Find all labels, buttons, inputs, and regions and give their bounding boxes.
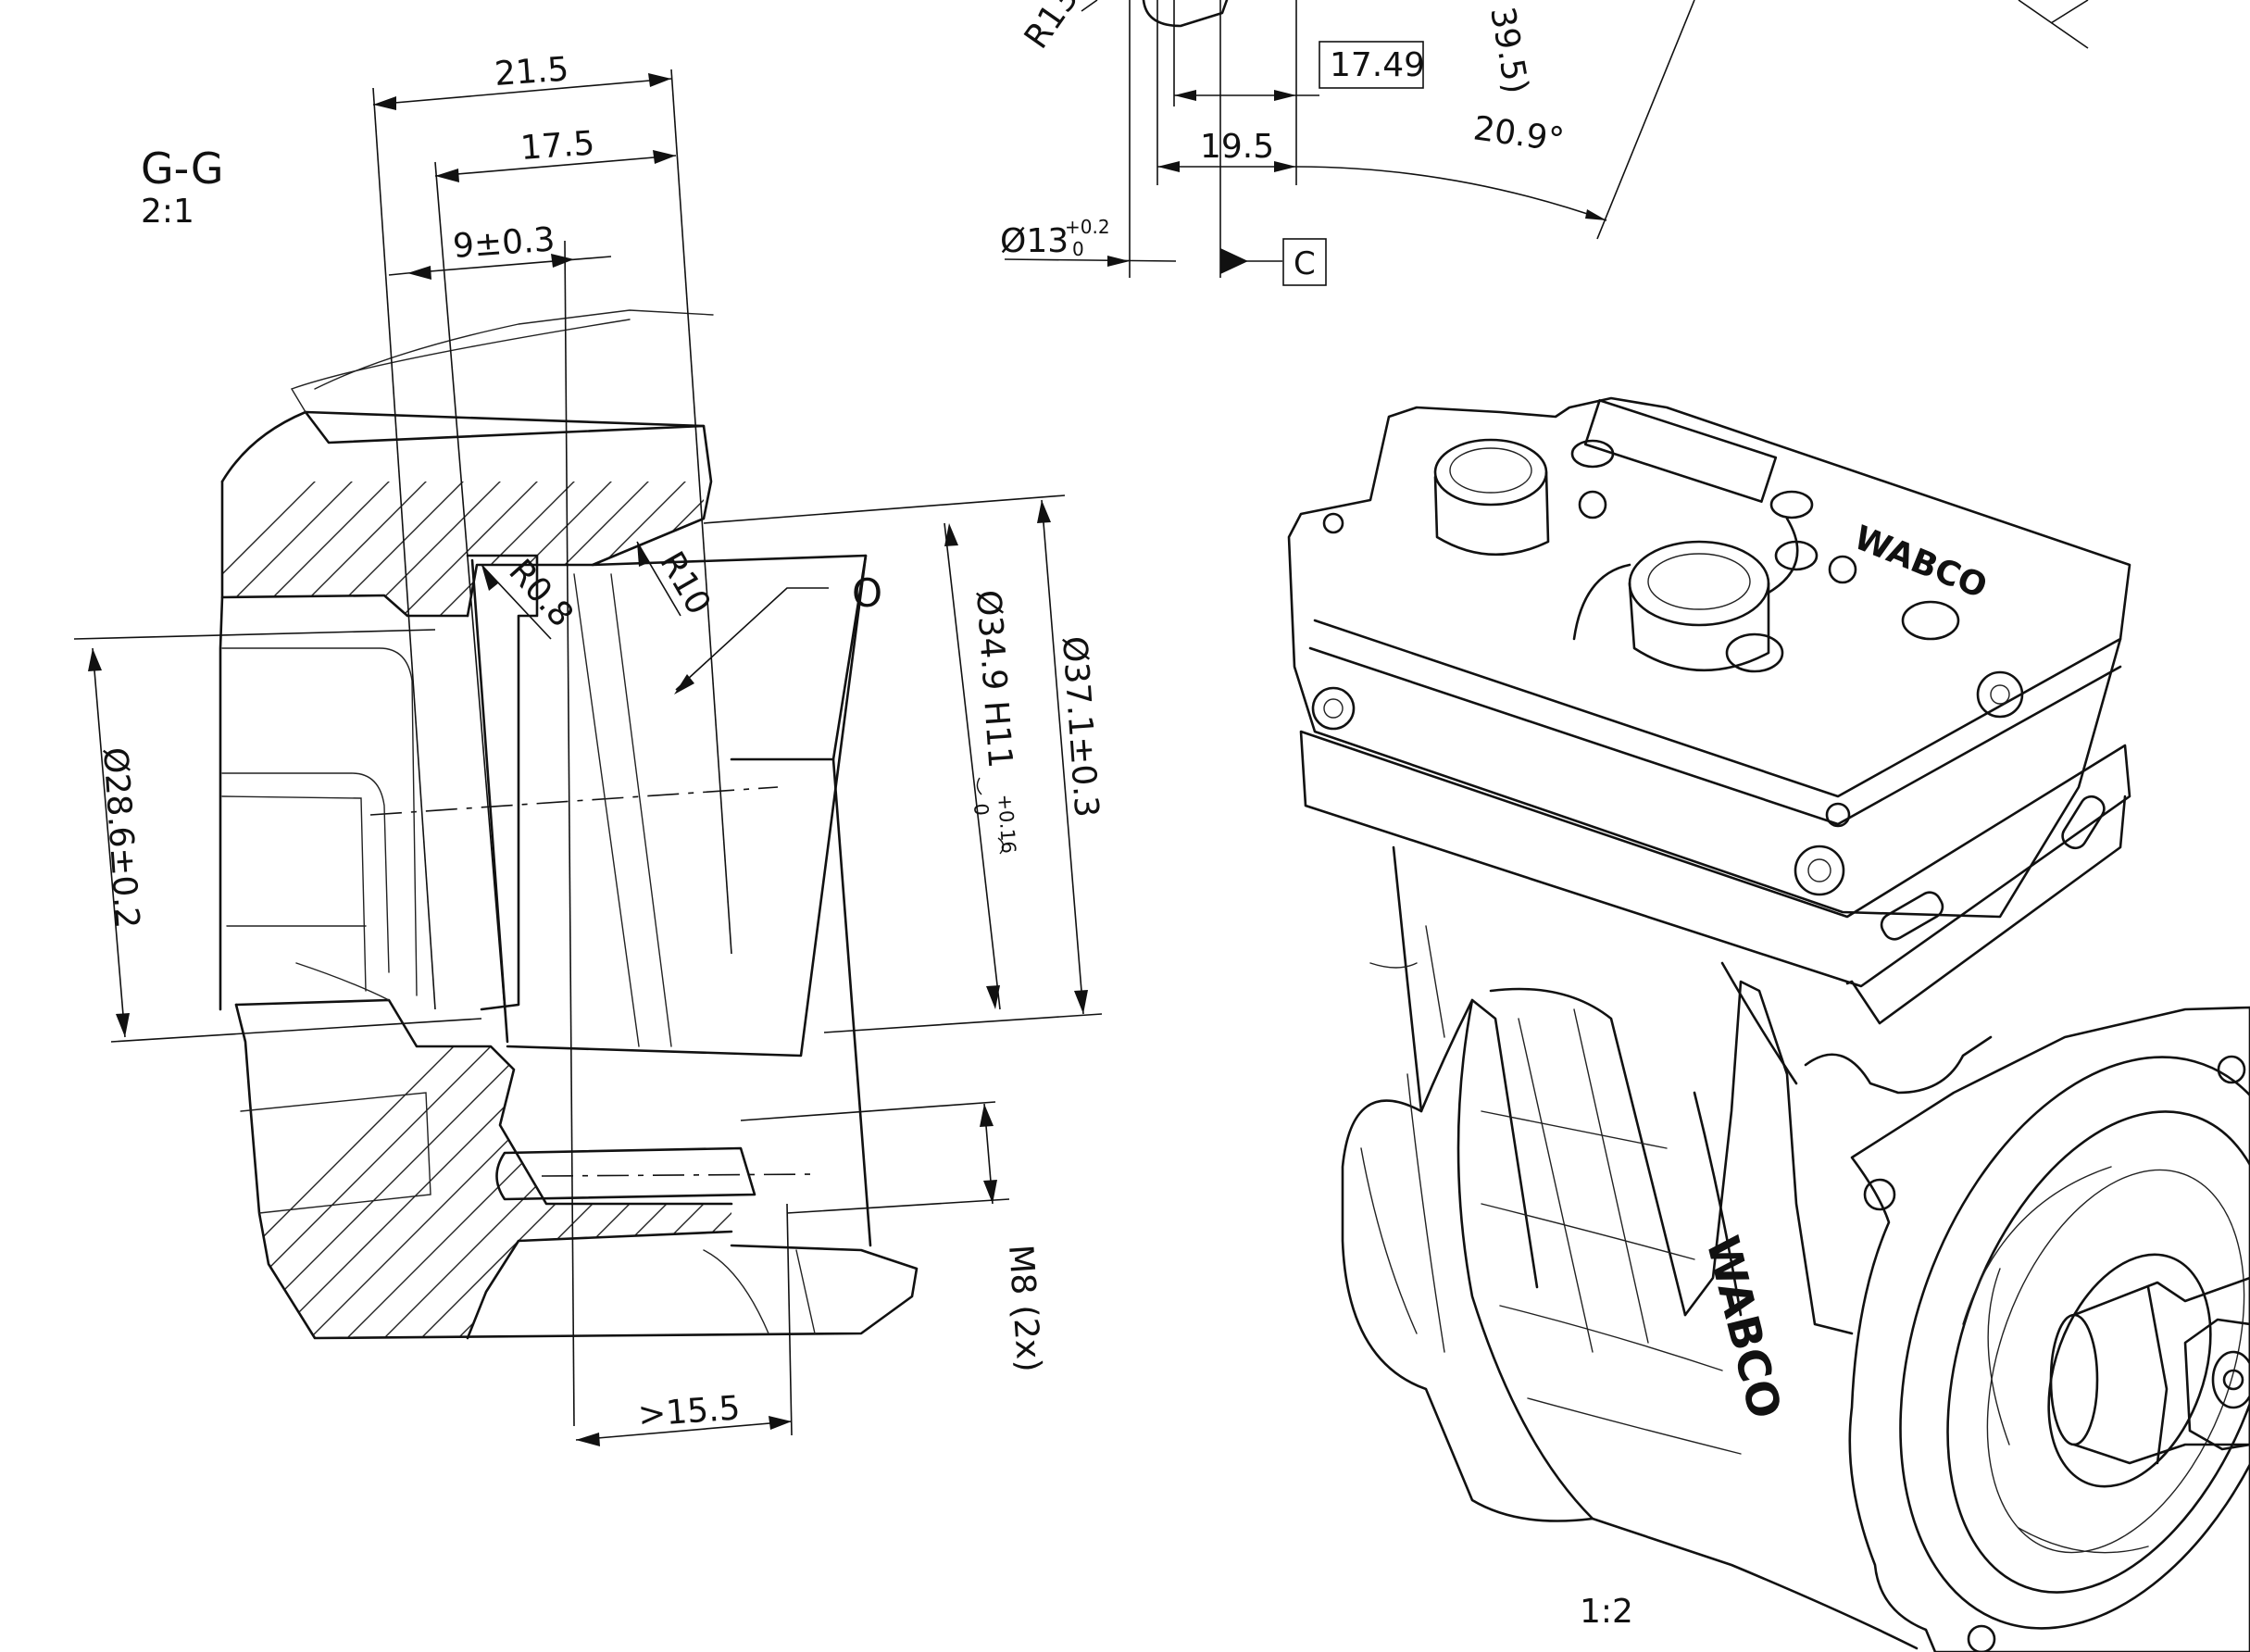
dimension-dia-34-9: Ø34.9 H11 +0.16 0 [944, 522, 1019, 1010]
dim-9-label: 9±0.3 [452, 220, 556, 266]
dim-17-5-label: 17.5 [519, 124, 596, 167]
dimension-17-5: 17.5 [434, 124, 677, 1010]
dim-dia-34-9-tol-upper: +0.16 [994, 794, 1019, 855]
dim-15-5-label: >15.5 [637, 1389, 742, 1434]
dim-17-49-label: 17.49 [1330, 46, 1425, 84]
dimension-dia-37-1: Ø37.1±0.3 [703, 494, 1106, 1033]
section-scale: 2:1 [141, 193, 194, 231]
dia-13-tol-lower: 0 [1072, 238, 1084, 260]
view-scale: 1:2 [1580, 1593, 1633, 1631]
dimension-21-5: 21.5 [372, 50, 732, 1010]
dia-13-label: Ø13 [1000, 222, 1069, 260]
dia-13-tol-upper: +0.2 [1065, 216, 1110, 238]
dim-dia-34-9-label: Ø34.9 H11 [969, 589, 1019, 770]
radius-r10: R10 [636, 541, 718, 621]
dim-dia-34-9-tol-lower: 0 [969, 803, 993, 817]
dimension-9: 9±0.3 [388, 220, 612, 1427]
cover-brand: WABCO [1849, 519, 1993, 606]
section-label: G-G [141, 144, 224, 194]
r13-label: R13 [1018, 0, 1086, 56]
compressor-isometric-view: WABCO WABCO 1:2 [1287, 396, 2250, 1652]
dimension-dia-28-6: Ø28.6±0.2 [73, 629, 482, 1043]
dim-dia-28-6-label: Ø28.6±0.2 [95, 746, 146, 930]
surface-callout-o: O [674, 570, 882, 695]
datum-c-label: C [1294, 245, 1316, 282]
top-detail: R13 17.49 19.5 20.9° 39.5) Ø13 +0.2 0 C [1000, 0, 2089, 286]
dim-dia-37-1-label: Ø37.1±0.3 [1055, 635, 1106, 819]
surface-callout-o-label: O [852, 570, 882, 616]
angle-label: 20.9° [1471, 109, 1567, 159]
dim-21-5-label: 21.5 [494, 50, 570, 93]
dim-19-5-label: 19.5 [1200, 128, 1274, 166]
body-brand: WABCO [1695, 1231, 1791, 1423]
section-view-g-g [219, 309, 919, 1340]
dimension-15-5: >15.5 [575, 1203, 793, 1446]
partial-39-5-label: 39.5) [1482, 4, 1535, 96]
dim-m8-label: M8 (2x) [1001, 1244, 1048, 1373]
dimension-m8: M8 (2x) [740, 1101, 1048, 1373]
